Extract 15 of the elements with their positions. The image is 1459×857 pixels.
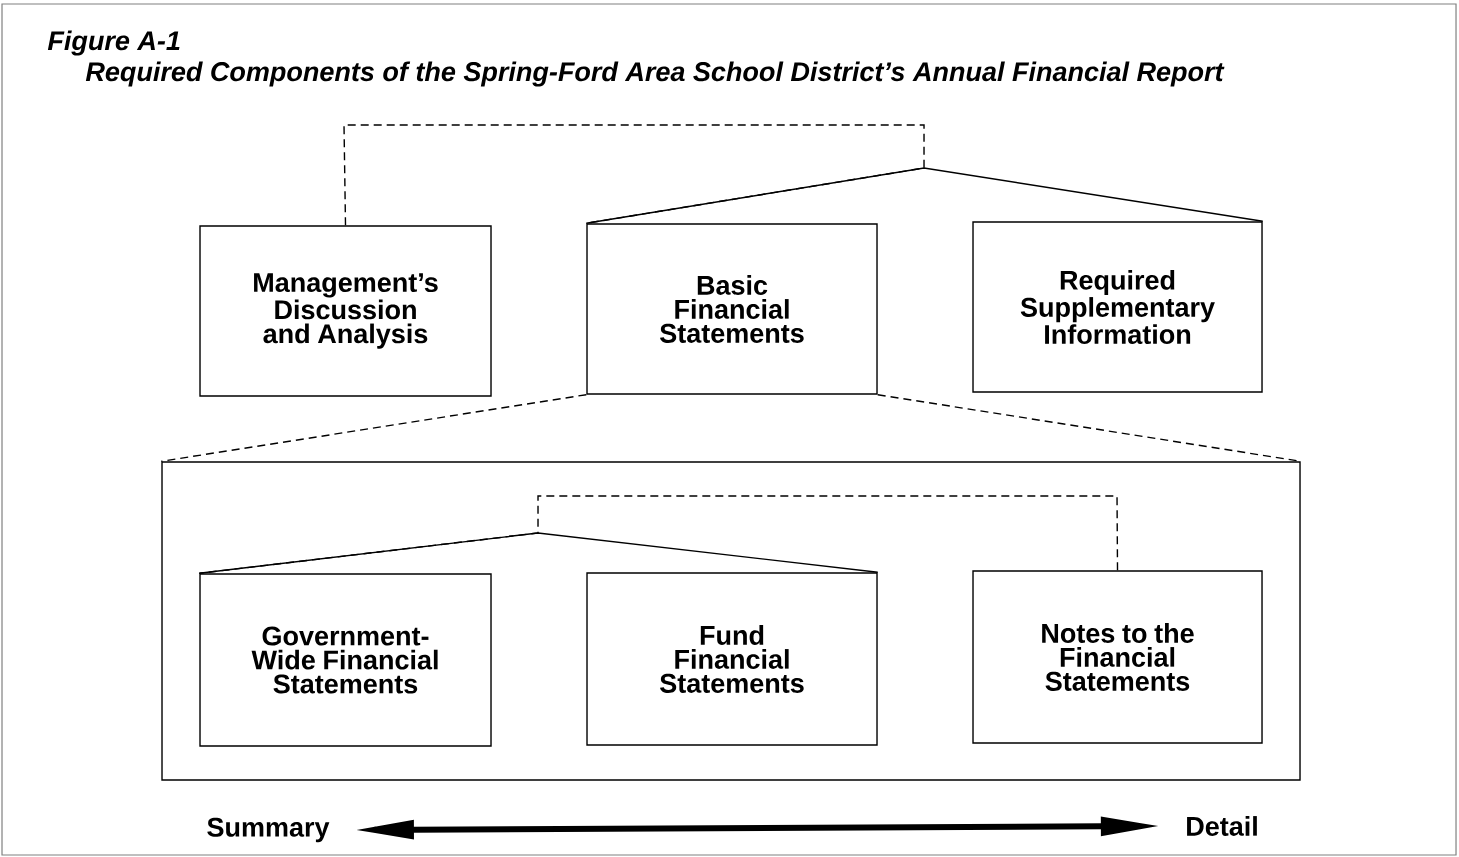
summary-label: Summary [207, 817, 330, 843]
figure-title: Required Components of the Spring-Ford Area School District’s Annual Financial Report [85, 61, 1225, 87]
component-box: Basic Financial Statements [586, 223, 878, 395]
component-box: Government-Wide Financial Statements [199, 573, 492, 747]
group-frame [161, 461, 1301, 781]
figure-number: Figure A-1 [47, 30, 180, 56]
detail-label: Detail [1187, 816, 1257, 836]
component-box: Required Supplementary Information [972, 221, 1263, 393]
dashed-connector [160, 394, 587, 462]
dashed-connector [343, 124, 925, 226]
component-box: Notes to the Financial Statements [972, 570, 1263, 744]
bracket-line [585, 167, 1264, 224]
dashed-connector [198, 495, 1119, 574]
component-box: Fund Financial Statements [586, 572, 878, 746]
component-box: Management’s Discussion and Analysis [199, 225, 492, 397]
